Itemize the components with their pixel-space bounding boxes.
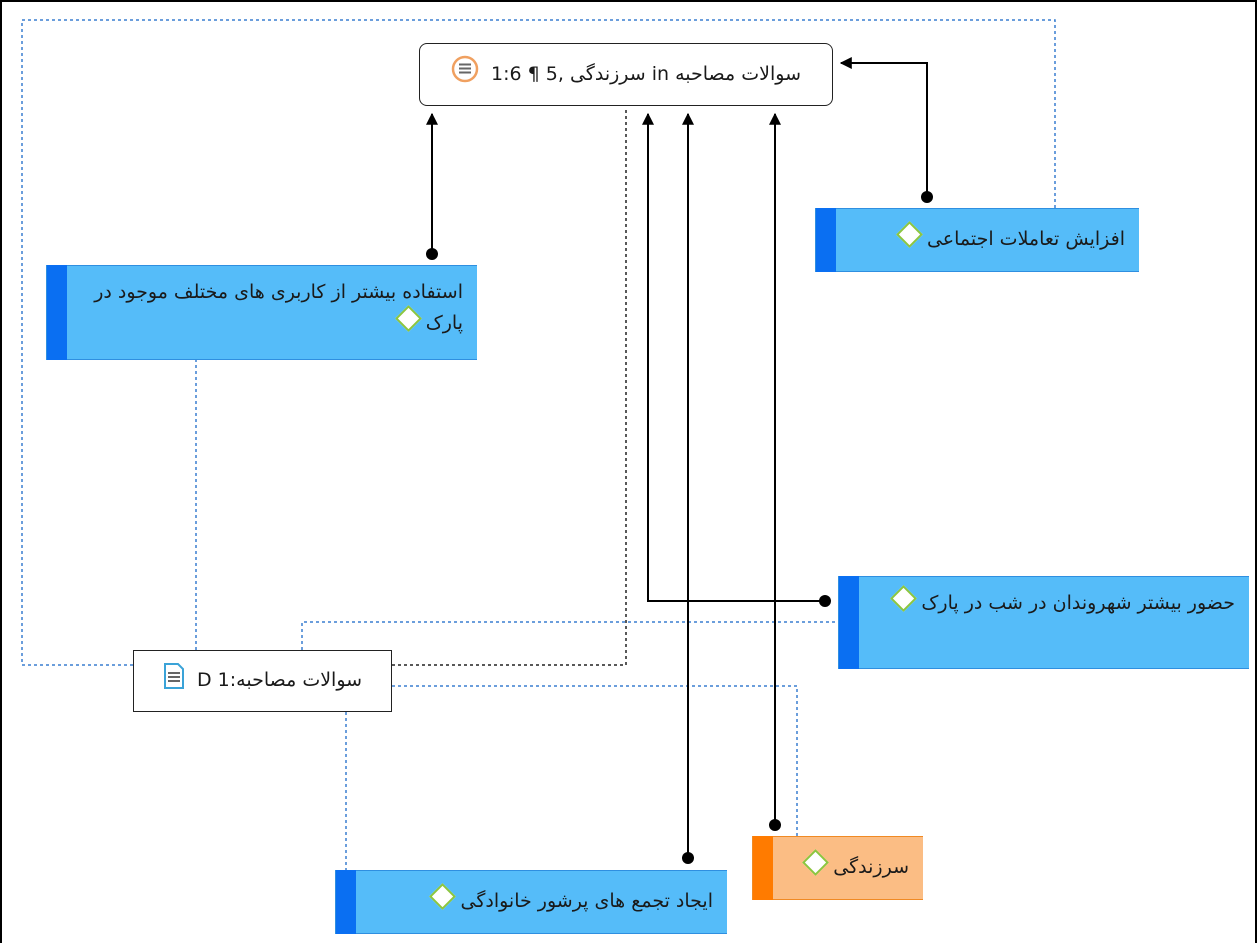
document-icon [163, 654, 185, 712]
code-label: سرزندگی [833, 856, 909, 878]
dotted-link-doc-quote [392, 108, 627, 666]
code-diamond-icon [890, 585, 918, 612]
arrow-night-quote [642, 112, 825, 602]
code-label: ایجاد تجمع های پرشور خانوادگی [460, 890, 713, 912]
code-color-bar [336, 870, 356, 934]
quotation-label: سوالات مصاحبه in سرزندگی ,5 ¶ 1:6 [491, 63, 801, 85]
arrow-social-quote [839, 57, 928, 197]
code-color-bar [839, 576, 859, 669]
code-diamond-icon [394, 305, 422, 332]
link-dot [769, 819, 781, 831]
quotation-icon [451, 47, 479, 107]
code-node-park-use[interactable]: استفاده بیشتر از کاربری های مختلف موجود … [46, 265, 477, 360]
code-node-family-gatherings[interactable]: ایجاد تجمع های پرشور خانوادگی [335, 870, 727, 934]
document-node[interactable]: سوالات مصاحبه:1 D [133, 650, 392, 712]
code-label: استفاده بیشتر از کاربری های مختلف موجود … [94, 281, 463, 334]
dotted-link-doc-social [21, 19, 1056, 666]
code-node-vitality[interactable]: سرزندگی [752, 836, 923, 900]
code-diamond-icon [896, 221, 923, 248]
code-diamond-icon [429, 883, 457, 910]
dotted-link-doc-night [301, 621, 838, 650]
code-node-social-interaction[interactable]: افزایش تعاملات اجتماعی [815, 208, 1139, 272]
link-dot [921, 191, 933, 203]
code-diamond-icon [802, 849, 830, 876]
code-color-bar [753, 836, 773, 900]
link-dot [426, 248, 438, 260]
quotation-node[interactable]: سوالات مصاحبه in سرزندگی ,5 ¶ 1:6 [419, 43, 833, 106]
dotted-link-doc-vitality [392, 685, 798, 836]
code-color-bar [816, 208, 836, 272]
link-dot [682, 852, 694, 864]
code-label: افزایش تعاملات اجتماعی [926, 228, 1125, 250]
code-label: حضور بیشتر شهروندان در شب در پارک [921, 592, 1235, 614]
document-label: سوالات مصاحبه:1 D [196, 669, 363, 691]
link-dot [819, 595, 831, 607]
code-node-night-presence[interactable]: حضور بیشتر شهروندان در شب در پارک [838, 576, 1249, 669]
code-color-bar [47, 265, 67, 360]
